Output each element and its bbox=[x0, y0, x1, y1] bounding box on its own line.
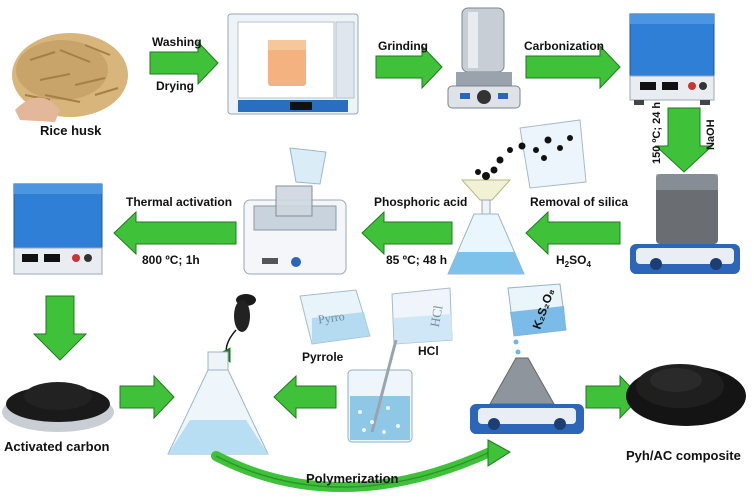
carbon-powder-image bbox=[217, 294, 256, 364]
h2so4-label: H2SO4 bbox=[556, 253, 591, 269]
arrow-grinding bbox=[375, 44, 443, 90]
arrow-to-activated-carbon bbox=[32, 295, 88, 361]
temp-time-label: 150 ºC; 24 h bbox=[651, 102, 663, 164]
arrow-naoh-down bbox=[654, 107, 714, 173]
activation-conditions-label: 800 ºC; 1h bbox=[142, 253, 200, 267]
polymerization-label: Polymerization bbox=[306, 471, 399, 486]
pyrrole-label: Pyrrole bbox=[302, 350, 344, 364]
drying-label: Drying bbox=[156, 79, 194, 93]
hcl-beaker-text: HCl bbox=[427, 304, 446, 328]
pyrrole-beaker-text: Pyrro bbox=[317, 309, 345, 327]
washing-label: Washing bbox=[152, 35, 202, 49]
filtration-flask-image bbox=[447, 119, 587, 275]
polymerization-stirrer-image bbox=[470, 357, 584, 434]
composite-label: Pyh/AC composite bbox=[626, 448, 741, 463]
arrow-to-composite bbox=[585, 374, 641, 420]
phosphoric-acid-label: Phosphoric acid bbox=[374, 195, 467, 209]
naoh-label: NaOH bbox=[705, 119, 717, 150]
k2s2o8-beaker-image: K₂S₂O₈ bbox=[507, 283, 567, 355]
water-bath-image bbox=[243, 147, 347, 275]
arrow-carbon-to-flask bbox=[119, 374, 175, 420]
pyrrole-beaker-image: Pyrro bbox=[299, 289, 371, 345]
hcl-label: HCl bbox=[418, 344, 439, 358]
mixture-beaker-image bbox=[347, 339, 413, 443]
carbonization-label: Carbonization bbox=[524, 39, 604, 53]
composite-image bbox=[626, 364, 746, 426]
activation-furnace-image bbox=[13, 183, 103, 275]
reaction-flask-image bbox=[167, 351, 269, 455]
arrow-washing bbox=[149, 40, 219, 86]
thermal-activation-label: Thermal activation bbox=[126, 195, 232, 209]
arrow-removal-silica bbox=[525, 210, 621, 256]
arrow-phosphoric-acid bbox=[361, 210, 453, 256]
grinding-label: Grinding bbox=[378, 39, 428, 53]
hcl-beaker-image: HCl bbox=[391, 287, 453, 345]
rice-husk-label: Rice husk bbox=[40, 123, 102, 138]
arrow-mixture-to-flask bbox=[273, 374, 337, 420]
polymerization-arrow bbox=[211, 439, 511, 492]
drying-oven-image bbox=[227, 13, 359, 115]
rice-husk-image bbox=[12, 33, 128, 122]
removal-silica-label: Removal of silica bbox=[530, 195, 628, 209]
activated-carbon-image bbox=[2, 382, 114, 432]
activated-carbon-label: Activated carbon bbox=[4, 439, 110, 454]
arrow-carbonization bbox=[525, 44, 621, 90]
carbonization-furnace-image bbox=[629, 13, 715, 105]
grinder-image bbox=[447, 7, 521, 109]
naoh-stirrer-image bbox=[630, 174, 740, 274]
acid-conditions-label: 85 ºC; 48 h bbox=[386, 253, 447, 267]
arrow-thermal-activation bbox=[113, 210, 237, 256]
